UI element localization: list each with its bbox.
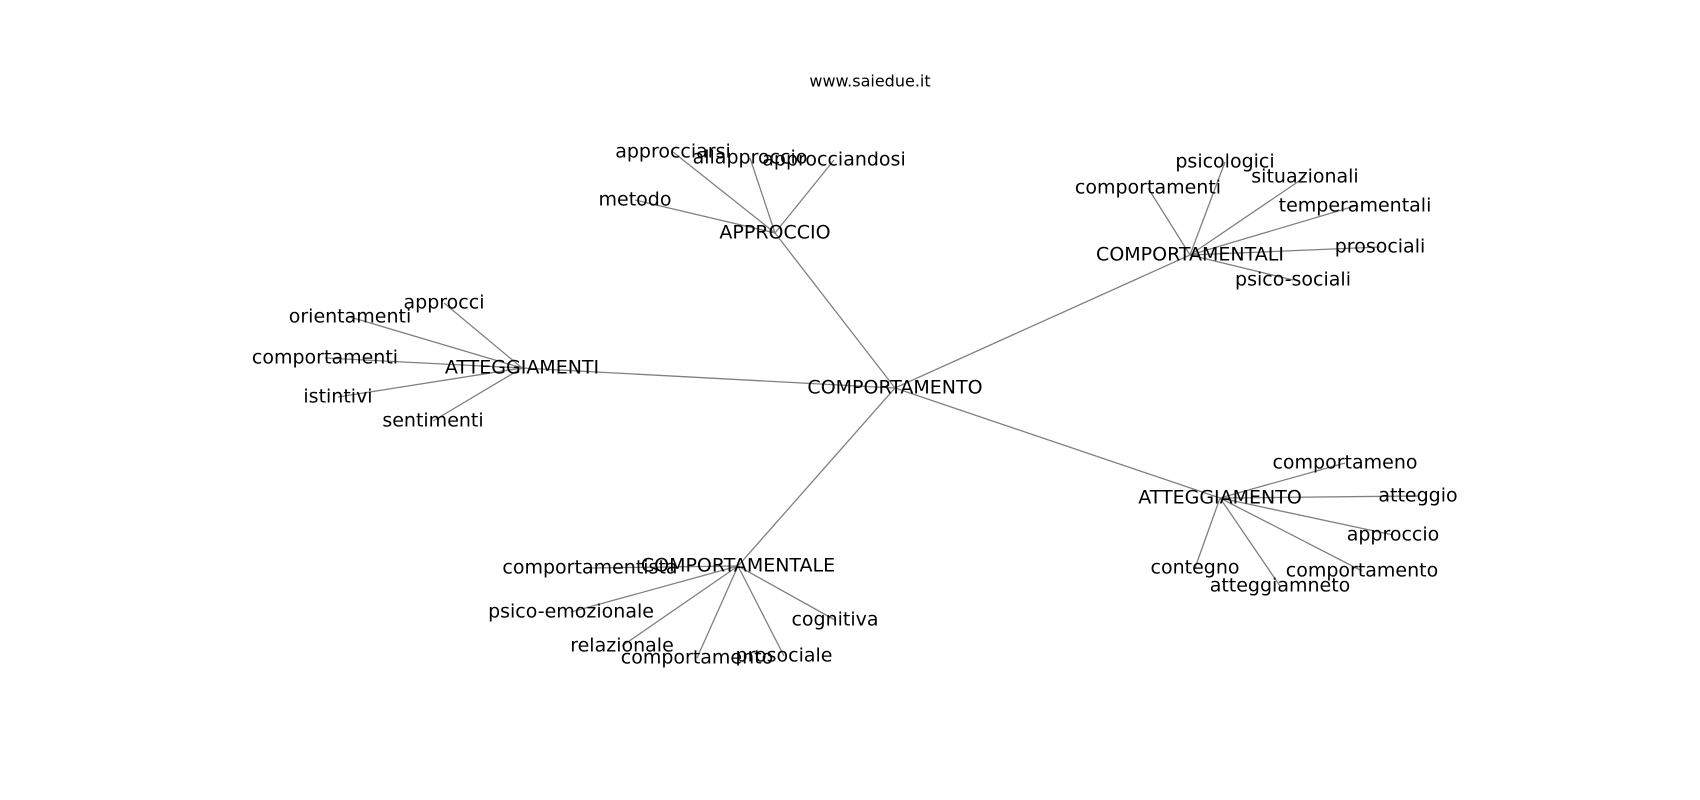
node-leaf-psico-sociali: psico-sociali: [1235, 269, 1351, 291]
node-leaf-prosociali: prosociali: [1335, 236, 1426, 258]
node-leaf-sentimenti: sentimenti: [382, 410, 483, 432]
node-leaf-psico-emozionale: psico-emozionale: [488, 601, 654, 623]
edge-center-atteggiamento: [894, 387, 1221, 499]
edge-atteggiamento-atteggiamneto: [1219, 497, 1281, 587]
source-label: www.saiedue.it: [809, 72, 930, 91]
node-leaf-comportamenti: comportamenti: [252, 347, 398, 369]
edge-atteggiamento-comportameno: [1219, 462, 1346, 499]
node-hub-approccio: APPROCCIO: [719, 222, 830, 244]
edge-approccio-metodo: [634, 199, 776, 234]
edge-center-comportamentali: [894, 254, 1191, 389]
edge-comportamentale-psico-emozionale: [570, 565, 739, 613]
node-leaf-approcci: approcci: [404, 292, 485, 314]
edge-comportamentali-prosociali: [1189, 246, 1381, 256]
node-leaf-relazionale: relazionale: [570, 635, 674, 657]
node-leaf-atteggio: atteggio: [1378, 485, 1457, 507]
node-leaf-psicologici: psicologici: [1175, 151, 1274, 173]
edge-comportamentale-cognitiva: [737, 565, 836, 621]
edge-comportamentale-comportamentista: [589, 565, 739, 569]
node-leaf-orientamenti: orientamenti: [289, 306, 412, 328]
edge-atteggiamento-contegno: [1194, 497, 1221, 569]
edge-atteggiamento-approccio: [1219, 497, 1394, 536]
node-center: COMPORTAMENTO: [807, 377, 982, 399]
node-hub-atteggiamenti: ATTEGGIAMENTI: [445, 357, 599, 379]
edge-center-approccio: [774, 232, 896, 389]
node-leaf-comportamento: comportamento: [1286, 560, 1438, 582]
node-leaf-approcciandosi: approcciandosi: [762, 149, 906, 171]
node-labels: COMPORTAMENTO APPROCCIO approcciarsiallapp…: [252, 141, 1458, 669]
node-leaf-istintivi: istintivi: [303, 386, 372, 408]
edge-comportamentali-psico-sociali: [1189, 254, 1294, 281]
node-leaf-comportamento: comportamento: [621, 647, 773, 669]
node-leaf-situazionali: situazionali: [1251, 166, 1358, 188]
node-leaf-metodo: metodo: [599, 189, 672, 211]
edge-comportamentale-relazionale: [621, 565, 739, 647]
edge-atteggiamenti-orientamenti: [349, 316, 523, 369]
node-leaf-allapproccio: allapproccio: [693, 147, 808, 169]
edge-atteggiamenti-approcci: [443, 302, 523, 369]
node-leaf-prosociale: prosociale: [736, 645, 833, 667]
edge-comportamentali-situazionali: [1189, 176, 1306, 256]
node-leaf-approccio: approccio: [1347, 524, 1440, 546]
edge-atteggiamento-comportamento: [1219, 497, 1363, 572]
edge-approccio-allapproccio: [749, 157, 776, 234]
edge-atteggiamenti-comportamenti: [324, 357, 523, 369]
edge-comportamentale-comportamento: [696, 565, 739, 659]
edges: [324, 151, 1419, 659]
node-leaf-comportamenti: comportamenti: [1075, 177, 1221, 199]
node-leaf-temperamentali: temperamentali: [1279, 195, 1432, 217]
node-leaf-approcciarsi: approcciarsi: [615, 141, 731, 163]
node-hub-comportamentali: COMPORTAMENTALI: [1096, 244, 1284, 266]
node-hub-atteggiamento: ATTEGGIAMENTO: [1138, 487, 1302, 509]
edge-center-atteggiamenti: [521, 367, 896, 389]
edge-center-comportamentale: [737, 387, 896, 567]
node-leaf-cognitiva: cognitiva: [791, 609, 878, 631]
edge-atteggiamenti-sentimenti: [432, 367, 523, 422]
edge-comportamentali-temperamentali: [1189, 205, 1356, 256]
node-leaf-contegno: contegno: [1151, 557, 1240, 579]
edge-atteggiamento-atteggio: [1219, 495, 1419, 499]
node-leaf-atteggiamneto: atteggiamneto: [1210, 575, 1351, 597]
node-hub-comportamentale: COMPORTAMENTALE: [641, 555, 835, 577]
edge-approccio-approcciandosi: [774, 159, 835, 234]
node-leaf-comportameno: comportameno: [1272, 452, 1417, 474]
edge-approccio-approcciarsi: [672, 151, 776, 234]
edge-comportamentali-psicologici: [1189, 161, 1226, 256]
node-leaf-comportamentista: comportamentista: [502, 557, 677, 579]
edge-comportamentale-prosociale: [737, 565, 785, 657]
edge-comportamentali-comportamenti: [1147, 187, 1191, 256]
edge-atteggiamenti-istintivi: [337, 367, 523, 398]
